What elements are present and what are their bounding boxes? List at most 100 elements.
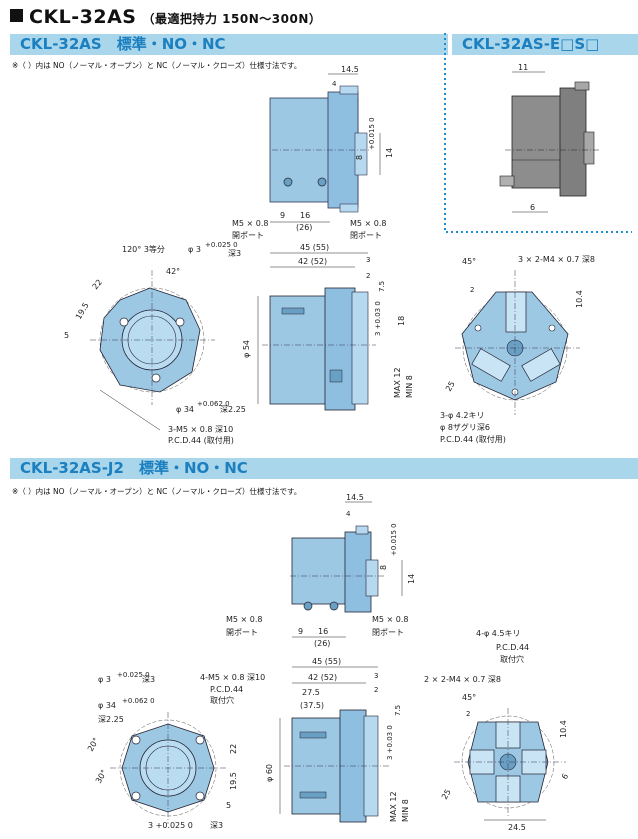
tap-m4: 3 × 2-M4 × 0.7 深8 [518,255,595,264]
j2-hole-spec: 4-φ 4.5キリ [476,629,521,638]
j2-phi-3-bottom: 3 +0.025 0 [148,821,193,830]
dim-8: 8 [355,155,364,160]
j2-dim-8-tol: +0.015 0 [390,523,398,556]
j2-mount-hole-right: 取付穴 [500,654,524,664]
j2-dim-45-55: 45 (55) [312,657,341,666]
j2-dim-24-5: 24.5 [508,823,526,832]
dim-26: (26) [296,223,312,232]
j2-side-view-middle [284,709,390,823]
j2-angle-45: 45° [462,693,476,702]
dim-14-5: 14.5 [341,65,359,74]
j2-dim-25: 25 [440,788,453,801]
j2-dim-42-52: 42 (52) [308,673,337,682]
port-right-size: M5 × 0.8 [350,219,387,228]
dim-2: 2 [366,272,370,280]
spec-note-2: ※（ ）内は NO（ノーマル・オープン）と NC（ノーマル・クローズ）仕様寸法で… [12,487,302,496]
dim-2-right: 2 [470,286,474,294]
section-banner-standard-label: CKL-32AS 標準・NO・NC [20,35,226,53]
grip-force-subtitle: （最適把持力 150N～300N） [142,12,322,26]
side-view-middle [262,287,376,411]
option-dim-11: 11 [518,63,528,72]
title-square-icon [10,9,23,22]
j2-port-right-size: M5 × 0.8 [372,615,409,624]
pcd-44-right: P.C.D.44 (取付用) [440,434,506,444]
dim-9: 9 [280,211,285,220]
dim-4: 4 [332,80,337,88]
angle-45: 45° [462,257,476,266]
j2-dim-4: 4 [346,510,351,518]
j2-min-8: MIN 8 [401,799,410,822]
dim-16: 16 [300,211,310,220]
j2-depth-3-bottom: 深3 [210,821,223,830]
dim-7-5: 7.5 [378,281,386,292]
j2-phi-3: φ 3 [98,675,111,684]
dim-19-5: 19.5 [74,301,91,321]
min-8: MIN 8 [405,375,414,398]
front-view-left [90,270,215,405]
dim-42-52: 42 (52) [298,257,327,266]
option-area-border [444,33,632,233]
angle-120: 120° 3等分 [122,244,165,254]
section-banner-standard: CKL-32AS 標準・NO・NC [10,34,448,55]
j2-port-left-size: M5 × 0.8 [226,615,263,624]
section-banner-option: CKL-32AS-E□S□ [452,34,638,55]
j2-max-12: MAX 12 [389,791,398,822]
j2-depth-3: 深3 [142,675,155,684]
j2-tap-m5: 4-M5 × 0.8 深10 [200,673,265,682]
j2-dim-3-tol: 3 +0.03 0 [386,725,394,760]
j2-pcd-44-right: P.C.D.44 [496,643,529,652]
option-dim-6: 6 [530,203,535,212]
j2-dim-19-5: 19.5 [229,772,238,790]
j2-side-view-top [290,525,386,613]
j2-dim-27-5: 27.5 [302,688,320,697]
spec-note-1: ※（ ）内は NO（ノーマル・オープン）と NC（ノーマル・クローズ）仕様寸法で… [12,61,302,70]
j2-dim-16: 16 [318,627,328,636]
dim-18: 18 [397,316,406,326]
j2-port-left-label: 開ポート [226,628,258,637]
dim-25: 25 [444,380,457,393]
depth-3: 深3 [228,249,241,258]
j2-dim-10-4: 10.4 [559,720,568,738]
max-12: MAX 12 [393,367,402,398]
j2-dim-6: 6 [560,772,570,781]
phi-34-tol: +0.062 0 [197,400,230,408]
j2-phi-34: φ 34 [98,701,116,710]
j2-pcd-44: P.C.D.44 [210,685,243,694]
j2-dim-3: 3 [374,672,378,680]
port-left-label: 開ポート [232,231,264,240]
j2-dim-8: 8 [379,565,388,570]
j2-dim-7-5: 7.5 [394,705,402,716]
dim-14: 14 [385,148,394,158]
model-name: CKL-32AS [29,6,137,28]
j2-angle-20: 20° [86,736,101,753]
j2-phi-3-tol: +0.025 0 [117,671,150,679]
phi-54: φ 54 [242,340,251,358]
j2-dim-5: 5 [226,801,231,810]
front-view-right [455,270,580,415]
option-side-view [499,81,600,197]
angle-42: 42° [166,267,180,276]
dim-8-tol: +0.015 0 [368,117,376,150]
dim-5: 5 [64,331,69,340]
j2-mount-hole: 取付穴 [210,695,234,705]
section-banner-option-label: CKL-32AS-E□S□ [462,35,600,53]
phi-34: φ 34 [176,405,194,414]
page-title: CKL-32AS （最適把持力 150N～300N） [10,6,321,28]
j2-dim-26: (26) [314,639,330,648]
section-banner-j2-label: CKL-32AS-J2 標準・NO・NC [20,459,248,477]
j2-tap-m4: 2 × 2-M4 × 0.7 深8 [424,675,501,684]
j2-dim-14-5: 14.5 [346,493,364,502]
pcd-44: P.C.D.44 (取付用) [168,435,234,445]
depth-2-25: 深2.25 [220,405,246,414]
counterbore-spec: φ 8ザグリ深6 [440,422,490,432]
j2-angle-30: 30° [94,768,109,785]
j2-dim-37-5: (37.5) [300,701,324,710]
j2-dim-9: 9 [298,627,303,636]
j2-dim-2-right: 2 [466,710,470,718]
j2-phi-60: φ 60 [265,764,274,782]
tap-m5: 3-M5 × 0.8 深10 [168,425,233,434]
j2-phi-34-tol: +0.062 0 [122,697,155,705]
j2-dim-14: 14 [407,574,416,584]
j2-dim-2: 2 [374,686,378,694]
